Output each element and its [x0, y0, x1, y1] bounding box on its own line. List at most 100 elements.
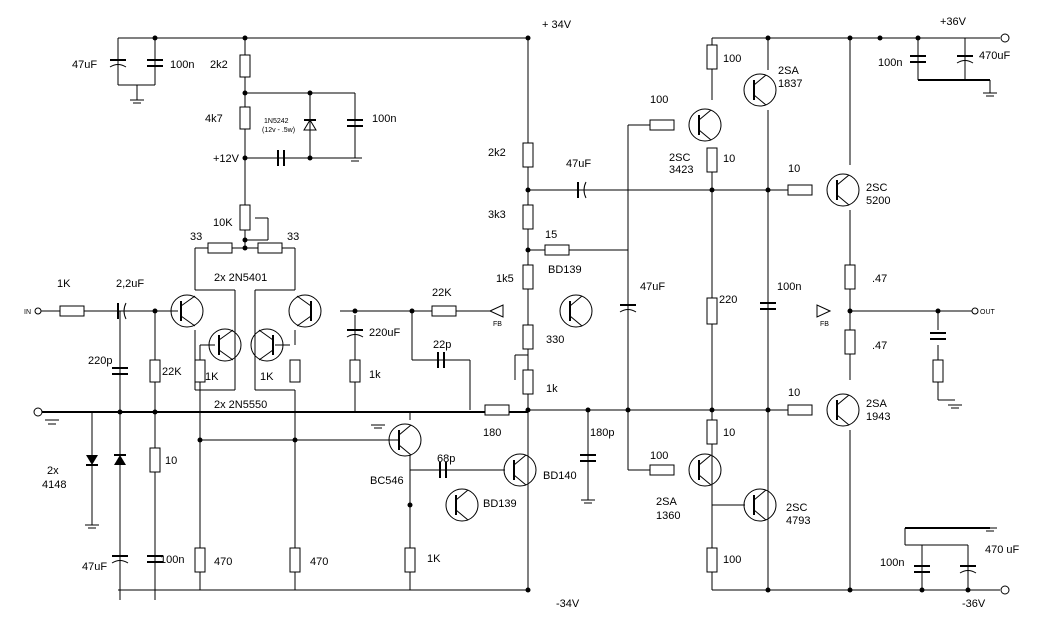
label-rail-pos36: +36V: [940, 16, 967, 28]
capacitor-180p: [580, 454, 596, 462]
label-in: IN: [24, 309, 31, 316]
ground-symbol-180p: [581, 499, 595, 504]
transistor-bc546: [388, 423, 422, 457]
capacitor-68p: [439, 462, 447, 478]
ground-symbol-zener: [348, 157, 362, 162]
label-r-2k2-top: 2k2: [210, 59, 228, 71]
label-c-in: 2,2uF: [116, 278, 144, 290]
label-bc546: BC546: [370, 475, 404, 487]
resistor-10-drv-top: [706, 147, 718, 173]
label-r-047-top: .47: [872, 273, 887, 285]
capacitor-47uF-bootstrap: [619, 304, 637, 313]
label-r-10-out-top: 10: [788, 163, 800, 175]
label-c-psu-top-big: 470uF: [979, 50, 1010, 62]
label-c-47uF-mid: 47uF: [640, 281, 665, 293]
label-2sc4793-type: 2SC: [786, 502, 807, 514]
capacitor-100n-lower-left: [147, 555, 163, 563]
resistor-2k2-top: [239, 54, 251, 78]
transistor-2sa1360: [688, 453, 722, 487]
label-bd139-vbe: BD139: [548, 264, 582, 276]
label-r-470-left: 470: [214, 556, 232, 568]
label-r-1k5: 1k5: [496, 273, 514, 285]
label-2sc5200-type: 2SC: [866, 182, 887, 194]
label-c-psu-top-small: 100n: [878, 57, 902, 69]
resistor-22k-fb: [431, 305, 457, 317]
label-r-220: 220: [719, 294, 737, 306]
resistor-100-drv-bot: [649, 464, 675, 476]
ground-symbol-diodes: [85, 524, 99, 529]
label-c-22p: 22p: [433, 339, 451, 351]
label-r-10-out-bot: 10: [788, 387, 800, 399]
label-r-1k-vas: 1K: [427, 553, 441, 565]
label-c-100n-top: 100n: [170, 59, 194, 71]
label-2sa1837-num: 1837: [778, 78, 802, 90]
label-r-047-bot: .47: [872, 340, 887, 352]
ground-symbol-bc546: [371, 424, 385, 429]
label-r-1k-right: 1K: [260, 371, 274, 383]
capacitor-47uF-lower-left: [111, 555, 129, 564]
resistor-10-drv-bot: [706, 419, 718, 445]
resistor-3k3: [522, 204, 534, 230]
trimmer-1k: [522, 369, 534, 395]
label-r-100-pre-bot: 100: [723, 554, 741, 566]
diodes: [86, 119, 317, 525]
transistor-2n5550-left: [208, 328, 242, 362]
label-c-100n-low: 100n: [160, 554, 184, 566]
capacitor-100n-psu-top: [910, 55, 926, 63]
resistor-220: [706, 297, 718, 325]
resistor-1k-in: [59, 305, 85, 317]
capacitor-100n-zener: [347, 119, 363, 127]
label-c-47uF-low: 47uF: [82, 561, 107, 573]
label-2sc4793-num: 4793: [786, 515, 810, 527]
label-rail-neg34: -34V: [556, 598, 580, 610]
label-zener: 1N5242: [264, 118, 289, 125]
ground-symbol-zobel: [948, 404, 962, 409]
capacitor-22p: [437, 352, 445, 368]
label-r-470-right: 470: [310, 556, 328, 568]
label-diodes-type: 4148: [42, 479, 66, 491]
resistor-33-left: [207, 242, 233, 254]
terminal-ground: [33, 407, 43, 417]
label-r-33-left: 33: [190, 231, 202, 243]
capacitor-zobel: [930, 332, 946, 340]
label-bd140: BD140: [543, 470, 577, 482]
label-c-psu-bot-big: 470 uF: [985, 544, 1020, 556]
label-c-180p: 180p: [590, 427, 614, 439]
resistor-10-out-top: [787, 184, 813, 196]
label-r-33-right: 33: [287, 231, 299, 243]
label-bd139-low: BD139: [483, 498, 517, 510]
label-2sc5200-num: 5200: [866, 195, 890, 207]
transistor-bd139-vbe: [559, 294, 593, 328]
transistor-2sa1943: [826, 393, 860, 427]
transistor-2n5401-left: [170, 294, 204, 328]
junctions: [117, 35, 971, 593]
trimmer-10k: [239, 204, 251, 231]
label-c-100n-mid: 100n: [777, 281, 801, 293]
resistor-470-left: [194, 547, 206, 573]
diode-4148-left: [86, 412, 98, 525]
feedback-arrow-right: [816, 304, 832, 318]
resistor-470-right: [289, 547, 301, 573]
transistor-2n5401-right: [288, 294, 322, 328]
resistor-33-right: [257, 242, 283, 254]
capacitor-100n-top-left: [147, 59, 163, 67]
label-pnp-pair: 2x 2N5401: [214, 272, 267, 284]
zener-diode: [303, 119, 317, 131]
ground-symbol-psu-top: [983, 92, 997, 97]
resistor-1k5: [522, 264, 534, 290]
terminals: [33, 33, 1010, 595]
resistor-10-bias: [149, 447, 161, 473]
label-trim-1k: 1k: [546, 383, 558, 395]
label-r-22k: 22K: [162, 366, 182, 378]
label-c-psu-bot-small: 100n: [880, 557, 904, 569]
resistors: [59, 44, 944, 573]
transistor-2n5550-right: [250, 328, 284, 362]
label-r-330: 330: [546, 334, 564, 346]
label-r-10-drv-bot: 10: [723, 427, 735, 439]
resistor-zobel: [932, 359, 944, 383]
transistor-bd140: [503, 453, 537, 487]
resistor-330: [522, 324, 534, 350]
terminal-out: [971, 307, 979, 315]
label-diodes-count: 2x: [47, 465, 59, 477]
label-2sc3423-num: 3423: [669, 164, 693, 176]
